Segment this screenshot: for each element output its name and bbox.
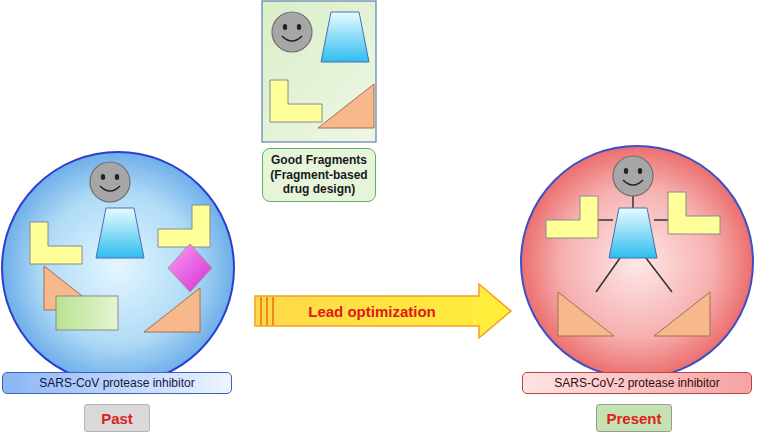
node-text: Good Fragments (Fragment-based drug desi… xyxy=(267,153,371,196)
node-text: SARS-CoV-2 protease inhibitor xyxy=(554,376,719,390)
arrow-body xyxy=(255,284,511,338)
node-text: SARS-CoV protease inhibitor xyxy=(39,376,194,390)
fragments-panel xyxy=(262,1,376,142)
present-circle xyxy=(521,146,753,378)
arrow-stripe xyxy=(260,297,262,325)
past-circle xyxy=(2,152,234,384)
fragment-box: Good Fragments (Fragment-based drug desi… xyxy=(262,148,376,202)
optimization-arrow: Lead optimization xyxy=(255,284,511,338)
label-box: SARS-CoV protease inhibitor xyxy=(2,372,232,394)
arrow-stripe xyxy=(272,297,274,325)
label-box: SARS-CoV-2 protease inhibitor xyxy=(522,372,752,394)
node-text: Lead optimization xyxy=(308,303,436,320)
era-box: Present xyxy=(596,404,672,432)
node-text: Present xyxy=(606,410,661,427)
node-text: Past xyxy=(101,410,133,427)
era-box: Past xyxy=(84,404,150,432)
arrow-stripe xyxy=(266,297,268,325)
